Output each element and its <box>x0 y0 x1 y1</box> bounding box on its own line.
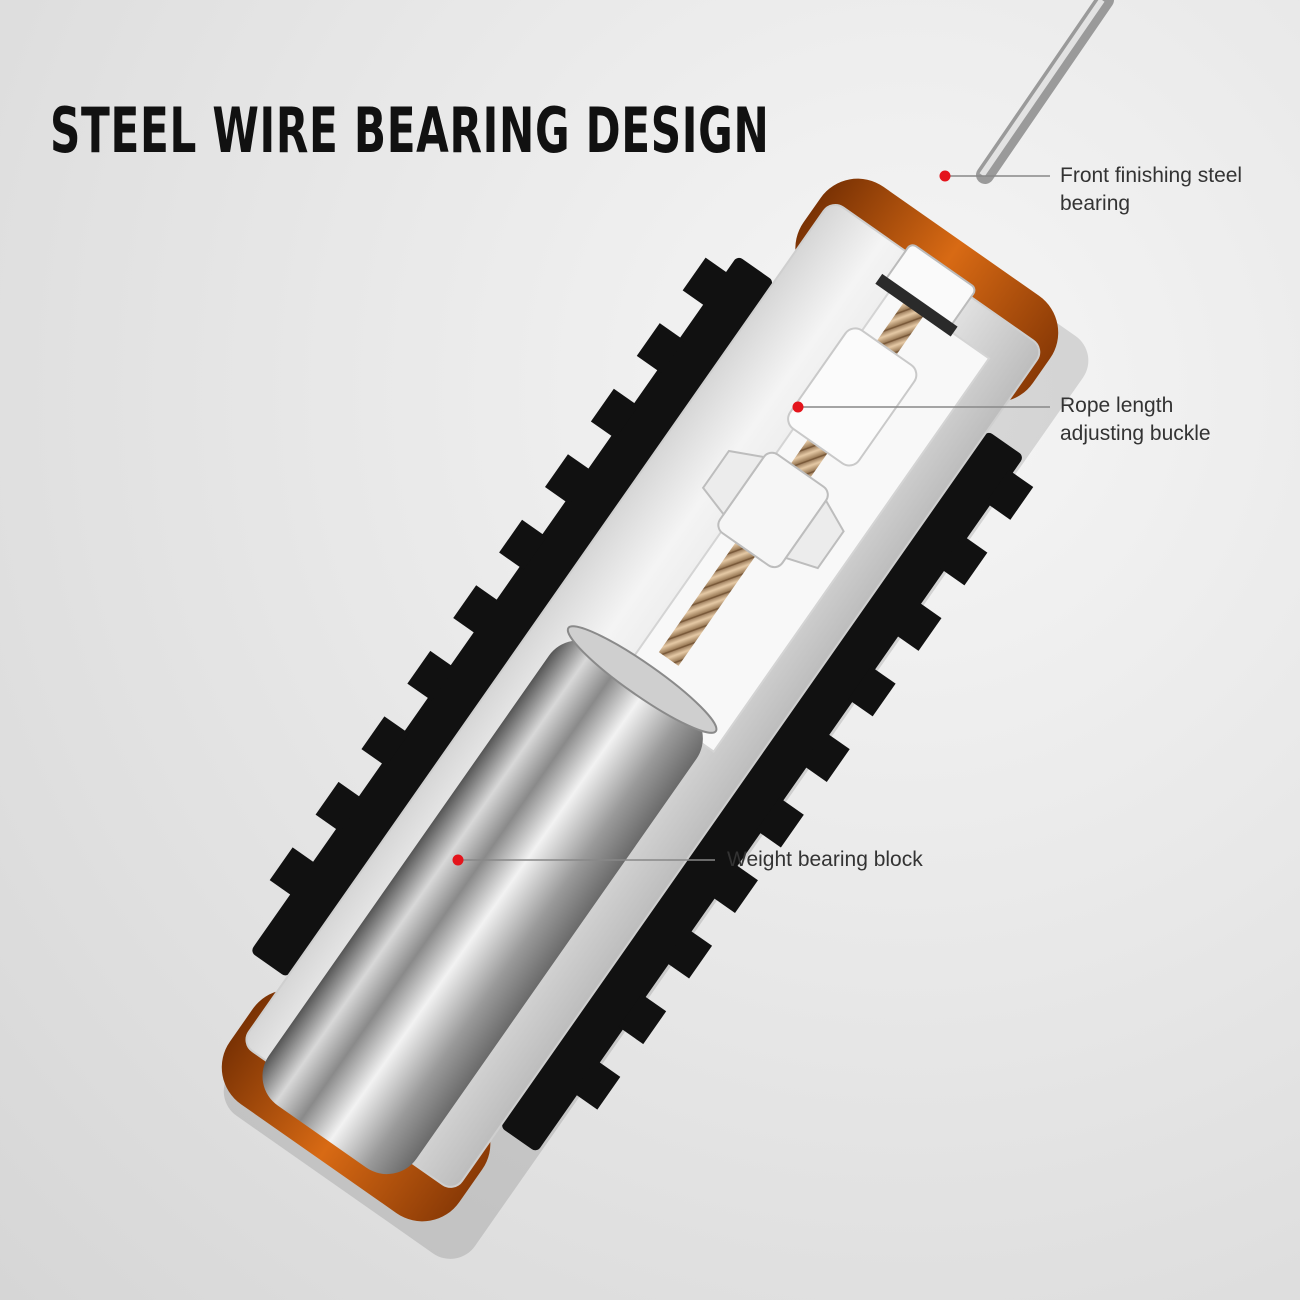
leader-dot <box>452 854 464 866</box>
bearing-collar <box>787 327 918 467</box>
weight-block-top <box>566 625 718 734</box>
front-bearing-ring <box>875 273 958 337</box>
weight-block <box>262 640 703 1175</box>
steel-wire-highlight <box>979 0 1105 177</box>
leader-dot <box>939 170 951 182</box>
callout-weight-block: Weight bearing block <box>727 846 923 874</box>
callout-text: Rope length <box>1060 394 1174 417</box>
callout-text: adjusting buckle <box>1060 422 1211 445</box>
headline: STEEL WIRE BEARING DESIGN <box>50 94 770 167</box>
callout-text: Weight bearing block <box>727 848 923 871</box>
callout-text: Front finishing steel <box>1060 164 1243 187</box>
buckle-wing-left <box>701 449 766 517</box>
callout-leaders <box>452 170 1050 866</box>
callout-text: bearing <box>1060 192 1131 215</box>
buckle-wing-right <box>784 498 845 570</box>
leader-dot <box>792 401 804 413</box>
grip-fins <box>252 257 1034 1151</box>
callout-front-bearing: Front finishing steel bearing <box>1060 162 1242 218</box>
callout-adjusting-buckle: Rope length adjusting buckle <box>1060 392 1211 448</box>
